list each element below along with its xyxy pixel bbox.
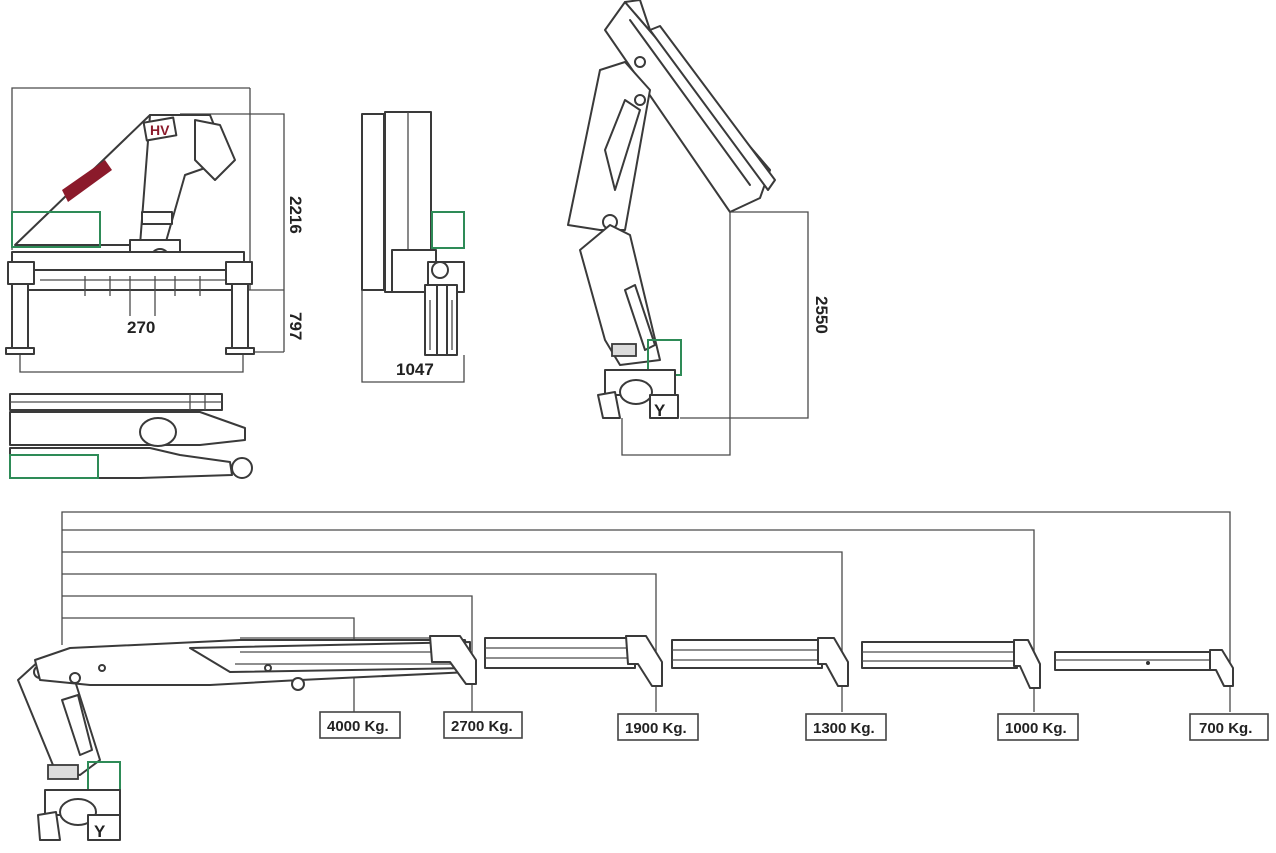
stowed-view: Y 2550 <box>567 0 831 456</box>
svg-text:Y: Y <box>654 401 666 420</box>
svg-text:1000 Kg.: 1000 Kg. <box>1005 720 1067 737</box>
dim-height-total: 2216 <box>286 196 305 234</box>
dim-stowed-height: 2550 <box>812 296 831 334</box>
svg-text:Y: Y <box>94 822 106 841</box>
capacity-label-1000: 1000 Kg. <box>997 713 1079 741</box>
capacity-label-1300: 1300 Kg. <box>805 713 887 741</box>
svg-text:700 Kg.: 700 Kg. <box>1199 720 1252 737</box>
top-view <box>9 393 253 479</box>
brand-decal <box>62 160 112 202</box>
capacity-label-2700: 2700 Kg. <box>443 711 523 739</box>
svg-text:1300 Kg.: 1300 Kg. <box>813 720 875 737</box>
load-diagram: Y 4000 Kg. <box>17 511 1269 841</box>
dim-side-width: 1047 <box>396 360 434 379</box>
front-view: HV 2216 797 270 <box>5 87 305 373</box>
svg-text:4000 Kg.: 4000 Kg. <box>327 718 389 735</box>
svg-text:1900 Kg.: 1900 Kg. <box>625 720 687 737</box>
dim-height-base: 797 <box>286 312 305 340</box>
capacity-label-4000: 4000 Kg. <box>319 711 401 739</box>
dim-base-center: 270 <box>127 318 155 337</box>
capacity-label-1900: 1900 Kg. <box>617 713 699 741</box>
side-view: 1047 <box>361 111 465 383</box>
svg-text:2700 Kg.: 2700 Kg. <box>451 718 513 735</box>
brand-logo: HV <box>150 122 170 138</box>
capacity-label-700: 700 Kg. <box>1189 713 1269 741</box>
